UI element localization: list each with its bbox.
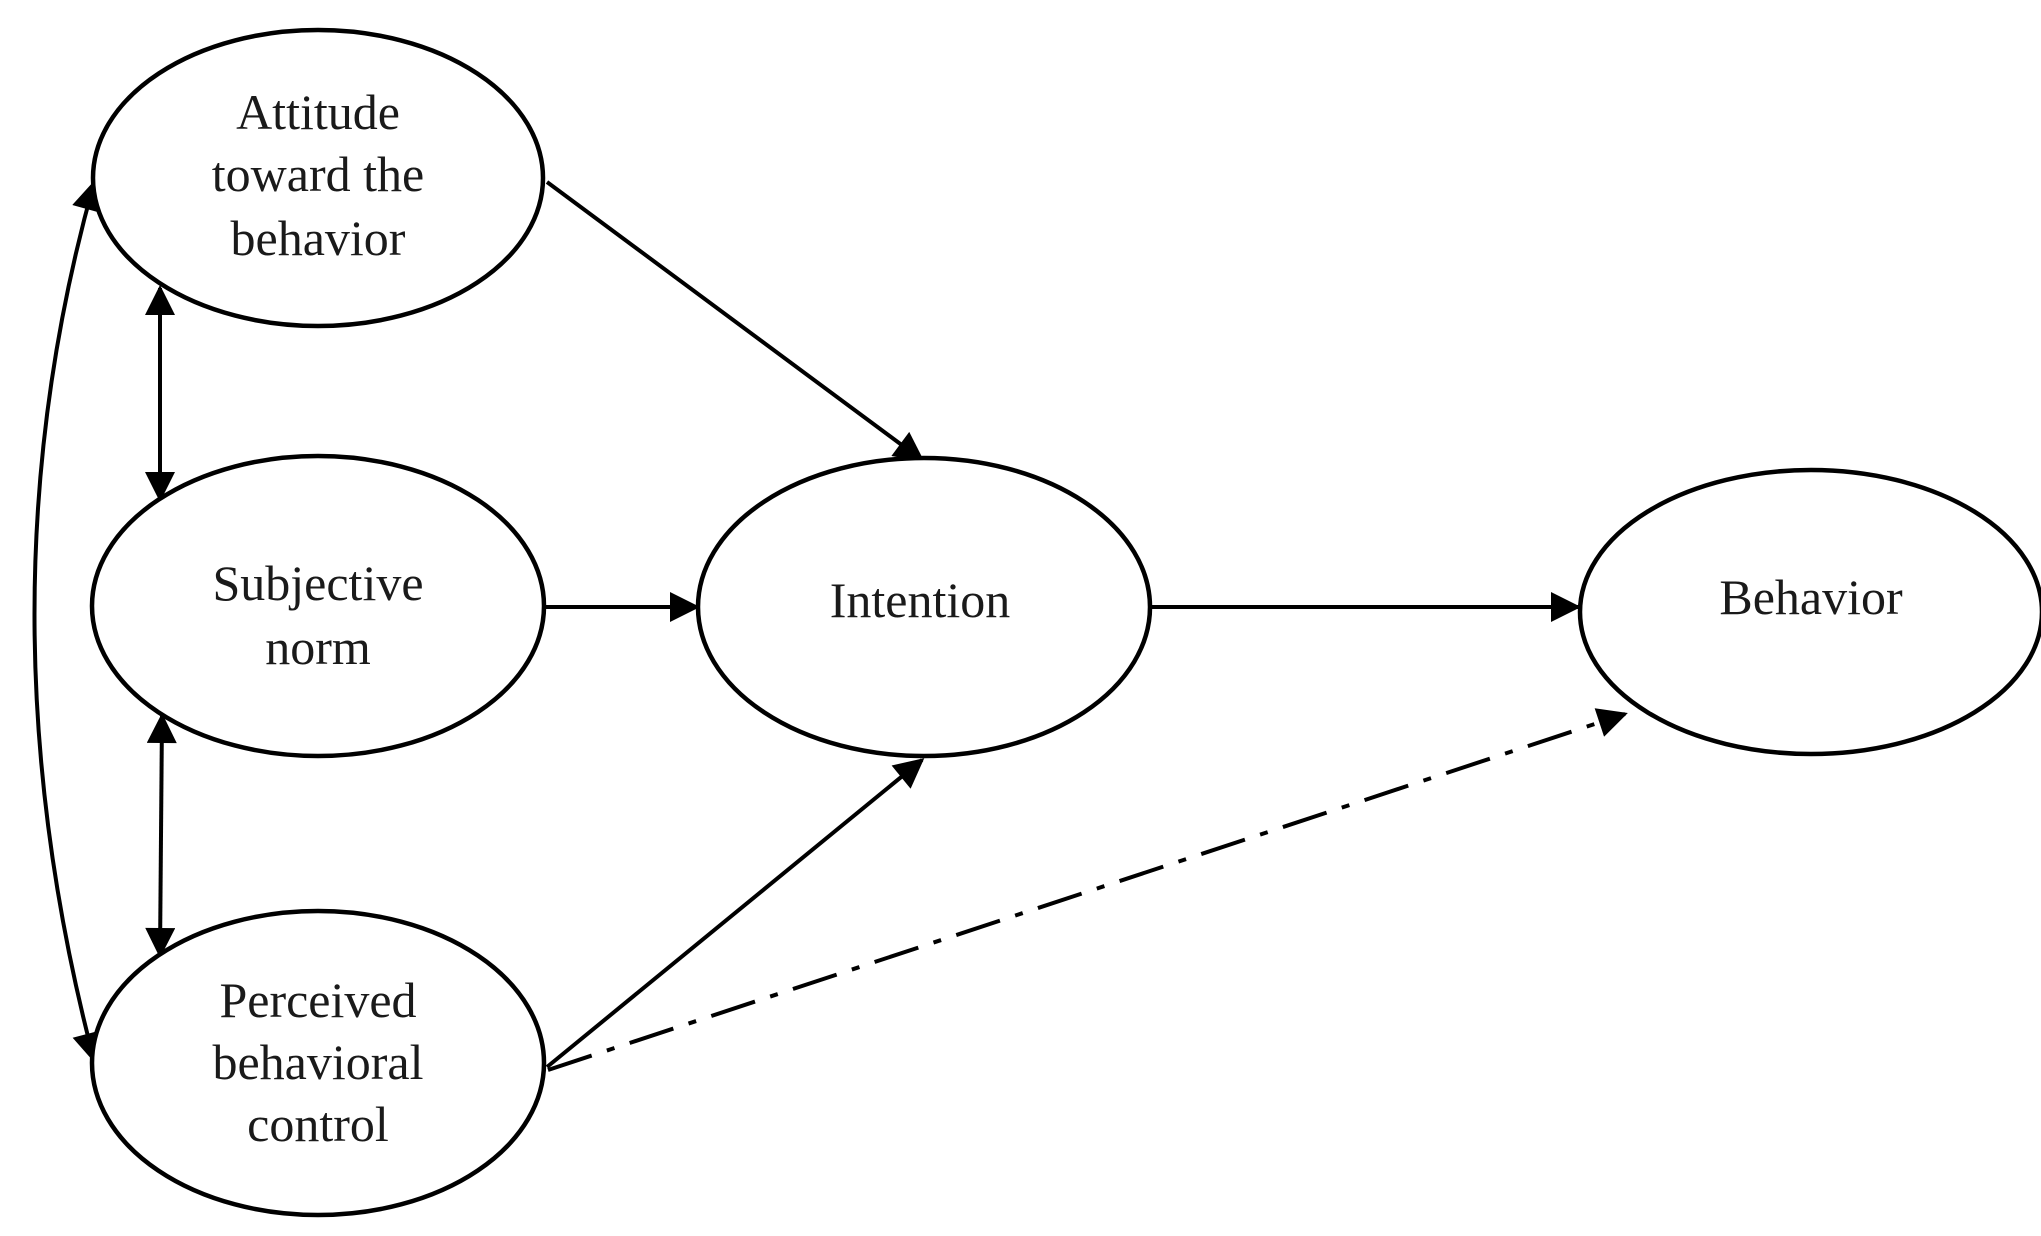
node-attitude-line-1: Attitude (236, 84, 400, 140)
node-perceived-control-line-3: control (247, 1096, 389, 1152)
node-subjective-norm: Subjective norm (89, 453, 547, 759)
node-subjective-norm-line-1: Subjective (212, 555, 423, 611)
node-subjective-norm-line-2: norm (265, 619, 371, 675)
edge-attitude-control-bidirectional (32, 180, 102, 1063)
node-attitude-line-3: behavior (231, 210, 406, 266)
edge-control-to-intention (545, 758, 925, 1069)
edge-attitude-to-intention (545, 180, 925, 462)
node-intention: Intention (695, 455, 1153, 759)
node-attitude: Attitude toward the behavior (90, 27, 546, 329)
node-perceived-control-line-2: behavioral (212, 1034, 423, 1090)
node-perceived-control-line-1: Perceived (219, 972, 416, 1028)
node-behavior: Behavior (1577, 467, 2041, 757)
edge-norm-control-bidirectional (145, 713, 177, 958)
edge-control-to-behavior-dashed (547, 708, 1628, 1072)
node-intention-label: Intention (830, 572, 1011, 628)
node-perceived-control: Perceived behavioral control (89, 908, 547, 1218)
node-behavior-label: Behavior (1719, 569, 1903, 625)
node-attitude-line-2: toward the (212, 146, 424, 202)
